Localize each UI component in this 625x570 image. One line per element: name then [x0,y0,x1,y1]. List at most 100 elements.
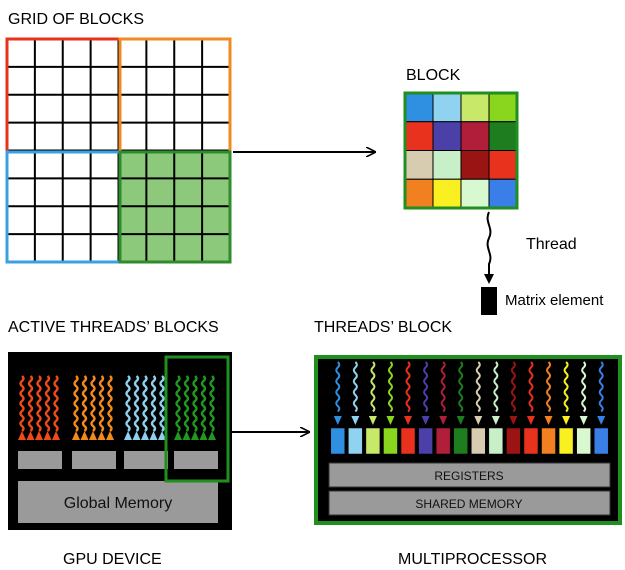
gpu-thread-wave [27,375,34,432]
thread-arrow [484,211,494,284]
mp-core [330,427,346,455]
mp-thread-head [439,416,448,425]
gpu-thread-head [124,431,132,440]
registers-bar [328,462,611,488]
mp-thread-wave [440,361,446,413]
mp-thread-wave [546,361,552,413]
gpu-thread-head [174,431,182,440]
block-cells [404,92,518,209]
block-thread-cell [460,121,490,151]
threads-block-label: THREADS’ BLOCK [314,319,453,336]
block-border [403,91,519,210]
block-thread-cell [432,178,462,209]
mp-core [523,427,539,455]
gpu-thread-head [18,431,26,440]
gpu-device-label: GPU DEVICE [63,551,162,568]
mp-thread [523,361,539,455]
mp-core [593,427,609,455]
block-thread-cell [488,121,518,151]
mp-thread [488,361,504,455]
block-thread-cell [404,178,434,209]
mp-thread-head [544,416,553,425]
mp-thread-wave [475,361,481,413]
mp-thread [453,361,468,455]
mp-thread-head [404,416,413,425]
gpu-thread-wave [125,375,131,432]
mp-thread-head [562,416,571,425]
gpu-thread-head [26,431,35,440]
registers-label: REGISTERS [434,469,503,483]
gpu-thread-block [124,375,168,469]
gpu-thread-head [52,431,60,440]
gpu-thread-head [158,431,166,440]
global-memory [18,481,218,523]
mp-thread-head [579,416,588,425]
gpu-thread-wave [73,375,79,432]
mp-core [348,427,363,455]
gpu-block-memory [72,451,116,469]
gpu-thread-wave [98,375,105,432]
mp-core [365,427,381,455]
mp-core [453,427,468,455]
gpu-thread-block [174,375,218,469]
active-threads-blocks-label: ACTIVE THREADS’ BLOCKS [8,319,219,336]
mp-core [418,427,433,455]
mp-core [383,427,398,455]
mp-thread-wave [563,361,569,413]
mp-thread-wave [352,361,358,413]
multiprocessor: REGISTERS SHARED MEMORY [314,355,622,525]
mp-thread-wave [335,361,341,413]
mp-core [471,427,486,455]
grid-of-blocks-label: GRID OF BLOCKS [8,11,145,28]
gpu-thread-wave [81,375,88,432]
mp-thread-head [421,416,430,425]
block [403,91,519,210]
mp-thread-wave [458,361,464,413]
block-thread-cell [432,92,462,123]
gpu-thread-head [72,431,80,440]
shared-memory-bar [328,490,611,516]
mp-thread-wave [370,361,376,413]
mp-thread [400,361,416,455]
block-thread-cell [432,150,462,180]
block-thread-cell [488,92,518,123]
thread-label: Thread [526,236,577,253]
mp-thread-wave [423,361,429,413]
mp-thread-head [597,416,606,425]
mp-thread-wave [493,361,499,413]
mp-core [400,427,416,455]
gpu-thread-wave [19,375,25,432]
mp-thread [506,361,521,455]
multiprocessor-label: MULTIPROCESSOR [398,551,548,568]
mp-thread [348,361,363,455]
gpu-thread-head [35,431,43,440]
mp-thread-head [368,416,377,425]
gpu-thread-wave [192,375,198,432]
gpu-thread-head [149,431,158,440]
gpu-thread-wave [175,375,181,432]
gpu-thread-head [182,431,191,440]
gpu-thread-wave [209,375,215,432]
block-thread-cell [488,150,518,180]
gpu-thread-head [199,431,208,440]
gpu-thread-head [106,431,114,440]
gpu-thread-wave [200,375,207,432]
mp-core [558,427,574,455]
mp-thread-wave [405,361,411,413]
gpu-thread-wave [53,375,59,432]
mp-thread-head [351,416,360,425]
mp-thread-head [526,416,535,425]
block-thread-cell [460,150,490,180]
gpu-highlight-frame [164,355,230,483]
gpu-thread-head [80,431,89,440]
gpu-thread-wave [90,375,96,432]
mp-thread [576,361,591,455]
gpu-thread-block [72,375,116,469]
gpu-thread-wave [142,375,148,432]
gpu-thread-wave [36,375,42,432]
mp-thread-head [386,416,395,425]
mp-thread-wave [598,361,604,413]
mp-thread [558,361,574,455]
block-thread-cell [460,92,490,123]
